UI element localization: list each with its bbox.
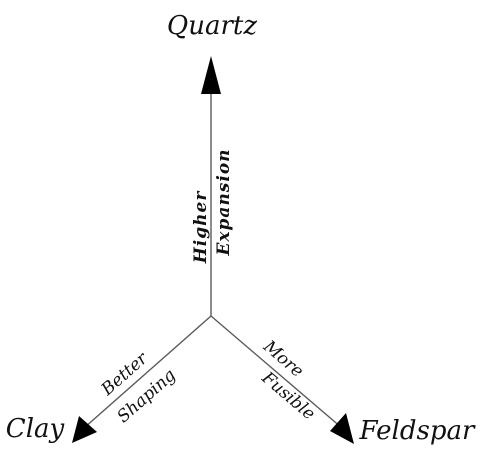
arrow-head-feldspar-icon <box>330 413 354 444</box>
axis-line-feldspar <box>210 315 343 429</box>
axis-line-clay <box>83 315 212 429</box>
arrow-head-clay-icon <box>72 416 97 443</box>
vertex-label-clay: Clay <box>6 414 65 444</box>
arrow-head-quartz-icon <box>201 56 221 94</box>
axis-label-quartz-line1: Higher <box>191 191 211 265</box>
vertex-label-feldspar: Feldspar <box>359 416 476 446</box>
axis-label-quartz-line2: Expansion <box>214 148 234 256</box>
vertex-label-quartz: Quartz <box>167 11 257 41</box>
